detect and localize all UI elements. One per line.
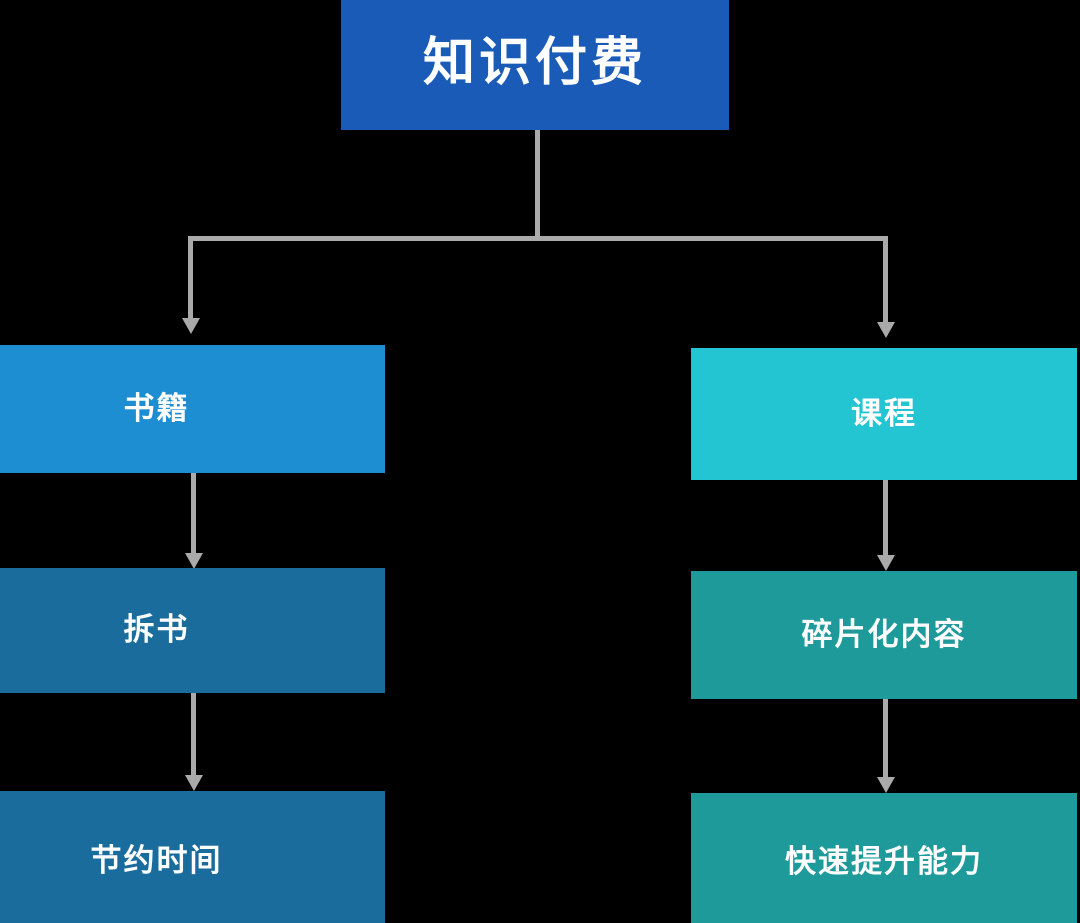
node-improve-ability[interactable]: 快速提升能力	[691, 793, 1077, 923]
connector-fork-right-stem	[883, 236, 888, 322]
arrow-down-icon-courses-to-fragmented	[877, 555, 895, 571]
connector-dissect-to-save-time	[191, 693, 196, 775]
connector-fork-left-stem	[188, 236, 193, 318]
arrow-down-icon-fork-right	[877, 322, 895, 338]
node-dissect-book[interactable]: 拆书	[0, 568, 385, 693]
arrow-down-icon-books-to-dissect	[185, 553, 203, 569]
node-fragmented-content[interactable]: 碎片化内容	[691, 571, 1077, 699]
connector-books-to-dissect	[191, 473, 196, 553]
node-courses[interactable]: 课程	[691, 348, 1077, 480]
connector-fragmented-to-ability	[883, 699, 888, 777]
connector-courses-to-fragmented	[883, 480, 888, 555]
node-root-knowledge-payment[interactable]: 知识付费	[341, 0, 729, 130]
node-books[interactable]: 书籍	[0, 345, 385, 473]
arrow-down-icon-fork-left	[182, 318, 200, 334]
arrow-down-icon-dissect-to-save-time	[185, 775, 203, 791]
node-save-time[interactable]: 节约时间	[0, 791, 385, 923]
arrow-down-icon-fragmented-to-ability	[877, 777, 895, 793]
connector-root-stem	[535, 130, 540, 240]
connector-fork-bar	[188, 236, 888, 241]
